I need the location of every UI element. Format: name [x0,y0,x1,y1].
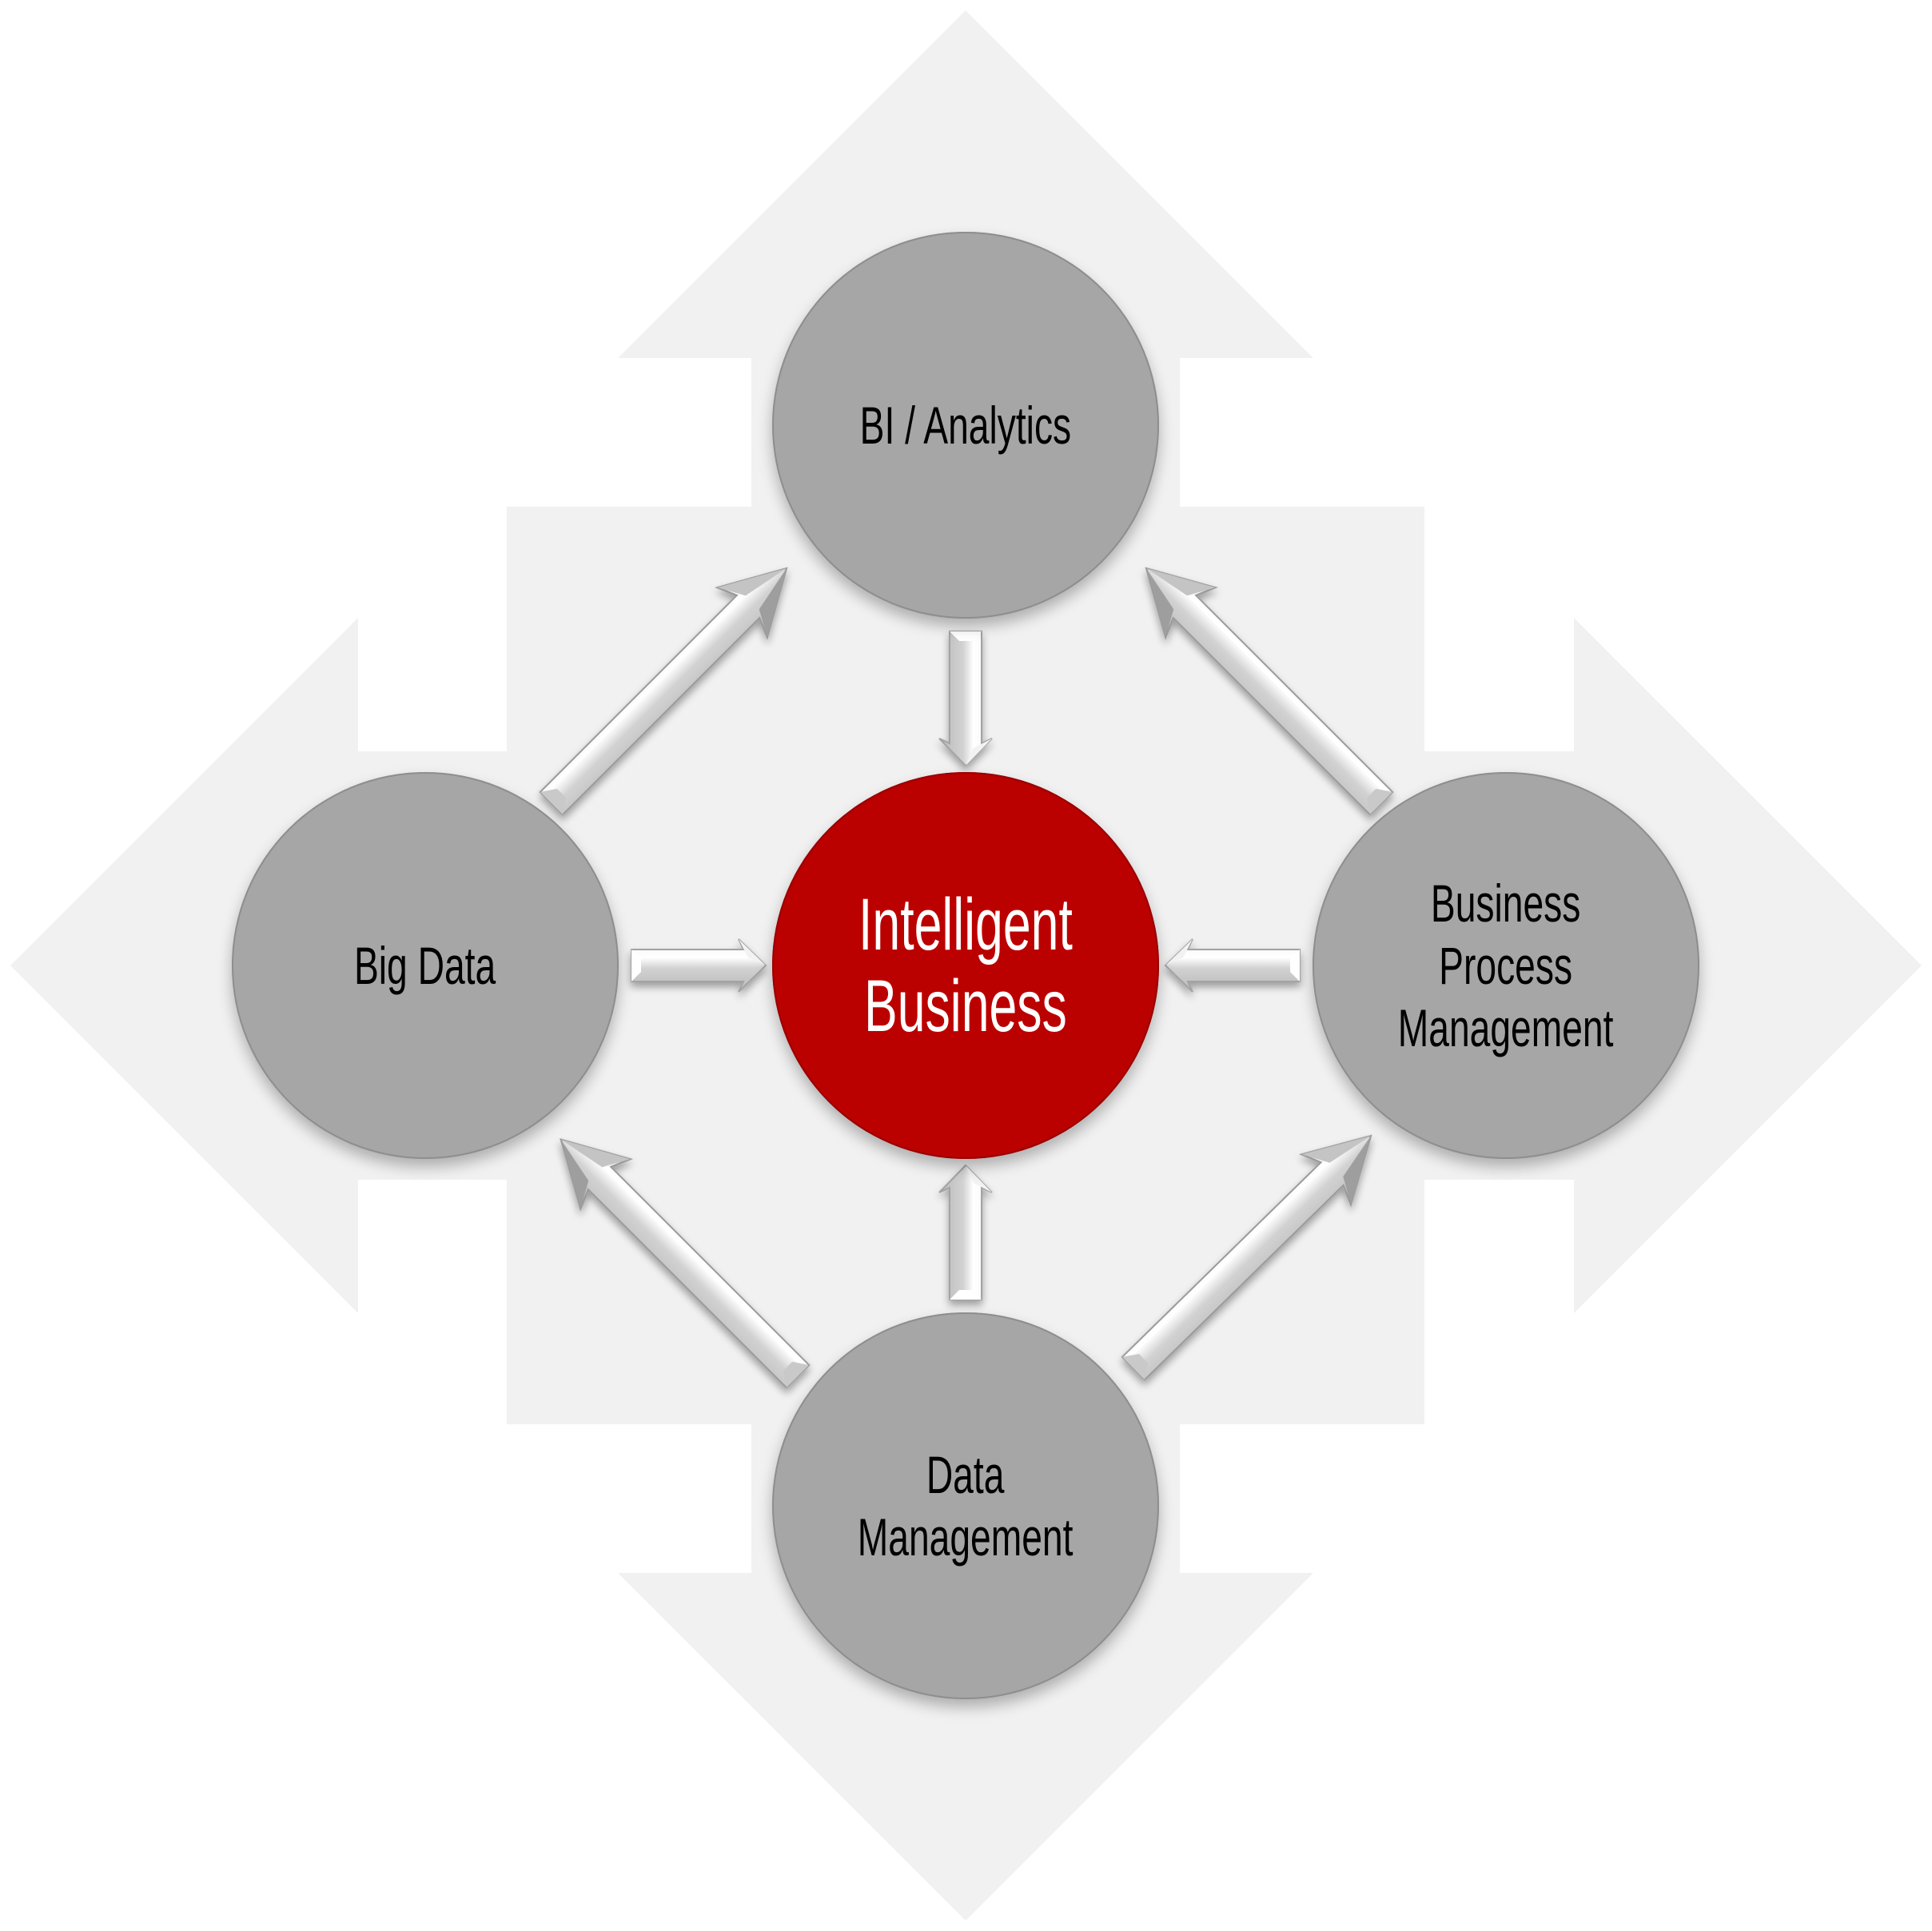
node-label: BI / Analytics [860,394,1071,456]
node-business-process-management[interactable]: Business Process Management [1313,772,1699,1159]
node-label: Big Data [354,934,496,997]
center-label: Intelligent Business [858,884,1073,1047]
node-intelligent-business[interactable]: Intelligent Business [772,772,1159,1159]
node-label-line: Management [858,1507,1074,1567]
node-big-data[interactable]: Big Data [232,772,619,1159]
center-label-line: Intelligent [858,884,1073,966]
node-data-management[interactable]: Data Management [772,1312,1159,1699]
node-label: Business Process Management [1398,872,1614,1059]
center-label-line: Business [864,966,1067,1047]
node-label-line: Business [1431,874,1581,933]
node-label-line: Data [926,1445,1005,1504]
node-label-line: Big Data [354,936,496,995]
node-label-line: Process [1439,936,1573,995]
node-bi-analytics[interactable]: BI / Analytics [772,232,1159,619]
node-label-line: Management [1398,998,1614,1057]
node-label: Data Management [858,1443,1074,1568]
node-label-line: BI / Analytics [859,396,1072,455]
